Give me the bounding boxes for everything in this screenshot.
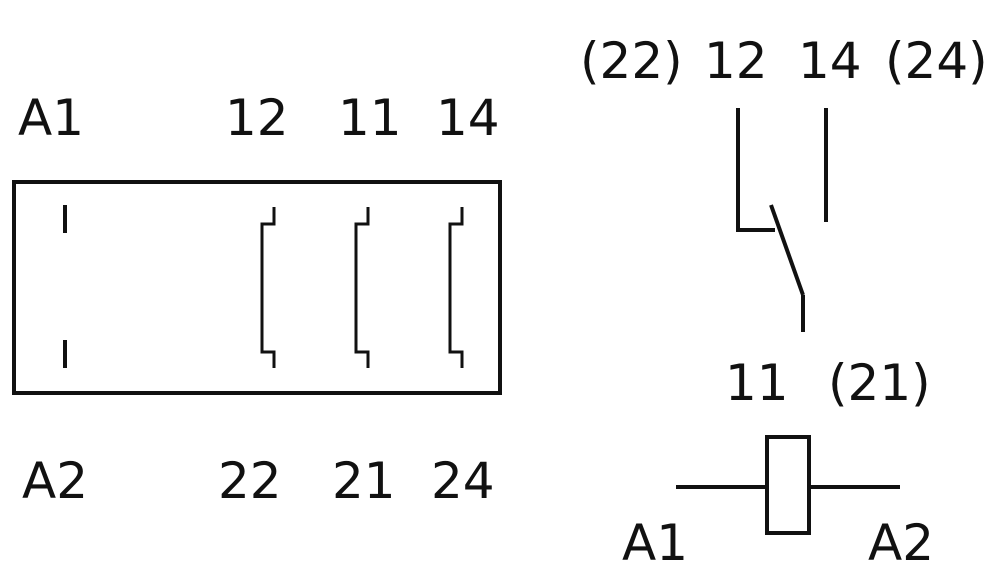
contact-bracket-14-24 (448, 207, 464, 368)
schematic-label-21: (21) (828, 354, 931, 412)
coil-label-a1: A1 (622, 514, 688, 570)
coil-symbol (765, 435, 811, 535)
pin-label-24: 24 (431, 452, 495, 510)
nc-contact-line (736, 108, 775, 232)
relay-housing (12, 180, 502, 395)
contact-bracket-12-22 (260, 207, 276, 368)
schematic-label-11: 11 (725, 354, 789, 412)
pin-label-22: 22 (218, 452, 282, 510)
switch-blade (769, 204, 805, 296)
pin-label-a2: A2 (22, 452, 88, 510)
schematic-label-24: (24) (885, 32, 988, 90)
contact-bracket-11-21 (354, 207, 370, 368)
pinout-view: A1 12 11 14 A2 22 21 24 (12, 89, 502, 510)
schematic-label-22: (22) (580, 32, 683, 90)
pin-label-21: 21 (332, 452, 396, 510)
pin-label-12: 12 (225, 89, 289, 147)
pin-label-11: 11 (338, 89, 402, 147)
schematic-label-12: 12 (704, 32, 768, 90)
pin-label-14: 14 (436, 89, 500, 147)
coil-label-a2: A2 (868, 514, 934, 570)
schematic-view: (22) 12 14 (24) 11 (21) A1 A2 (580, 32, 988, 570)
pin-label-a1: A1 (18, 89, 84, 147)
schematic-label-14: 14 (798, 32, 862, 90)
